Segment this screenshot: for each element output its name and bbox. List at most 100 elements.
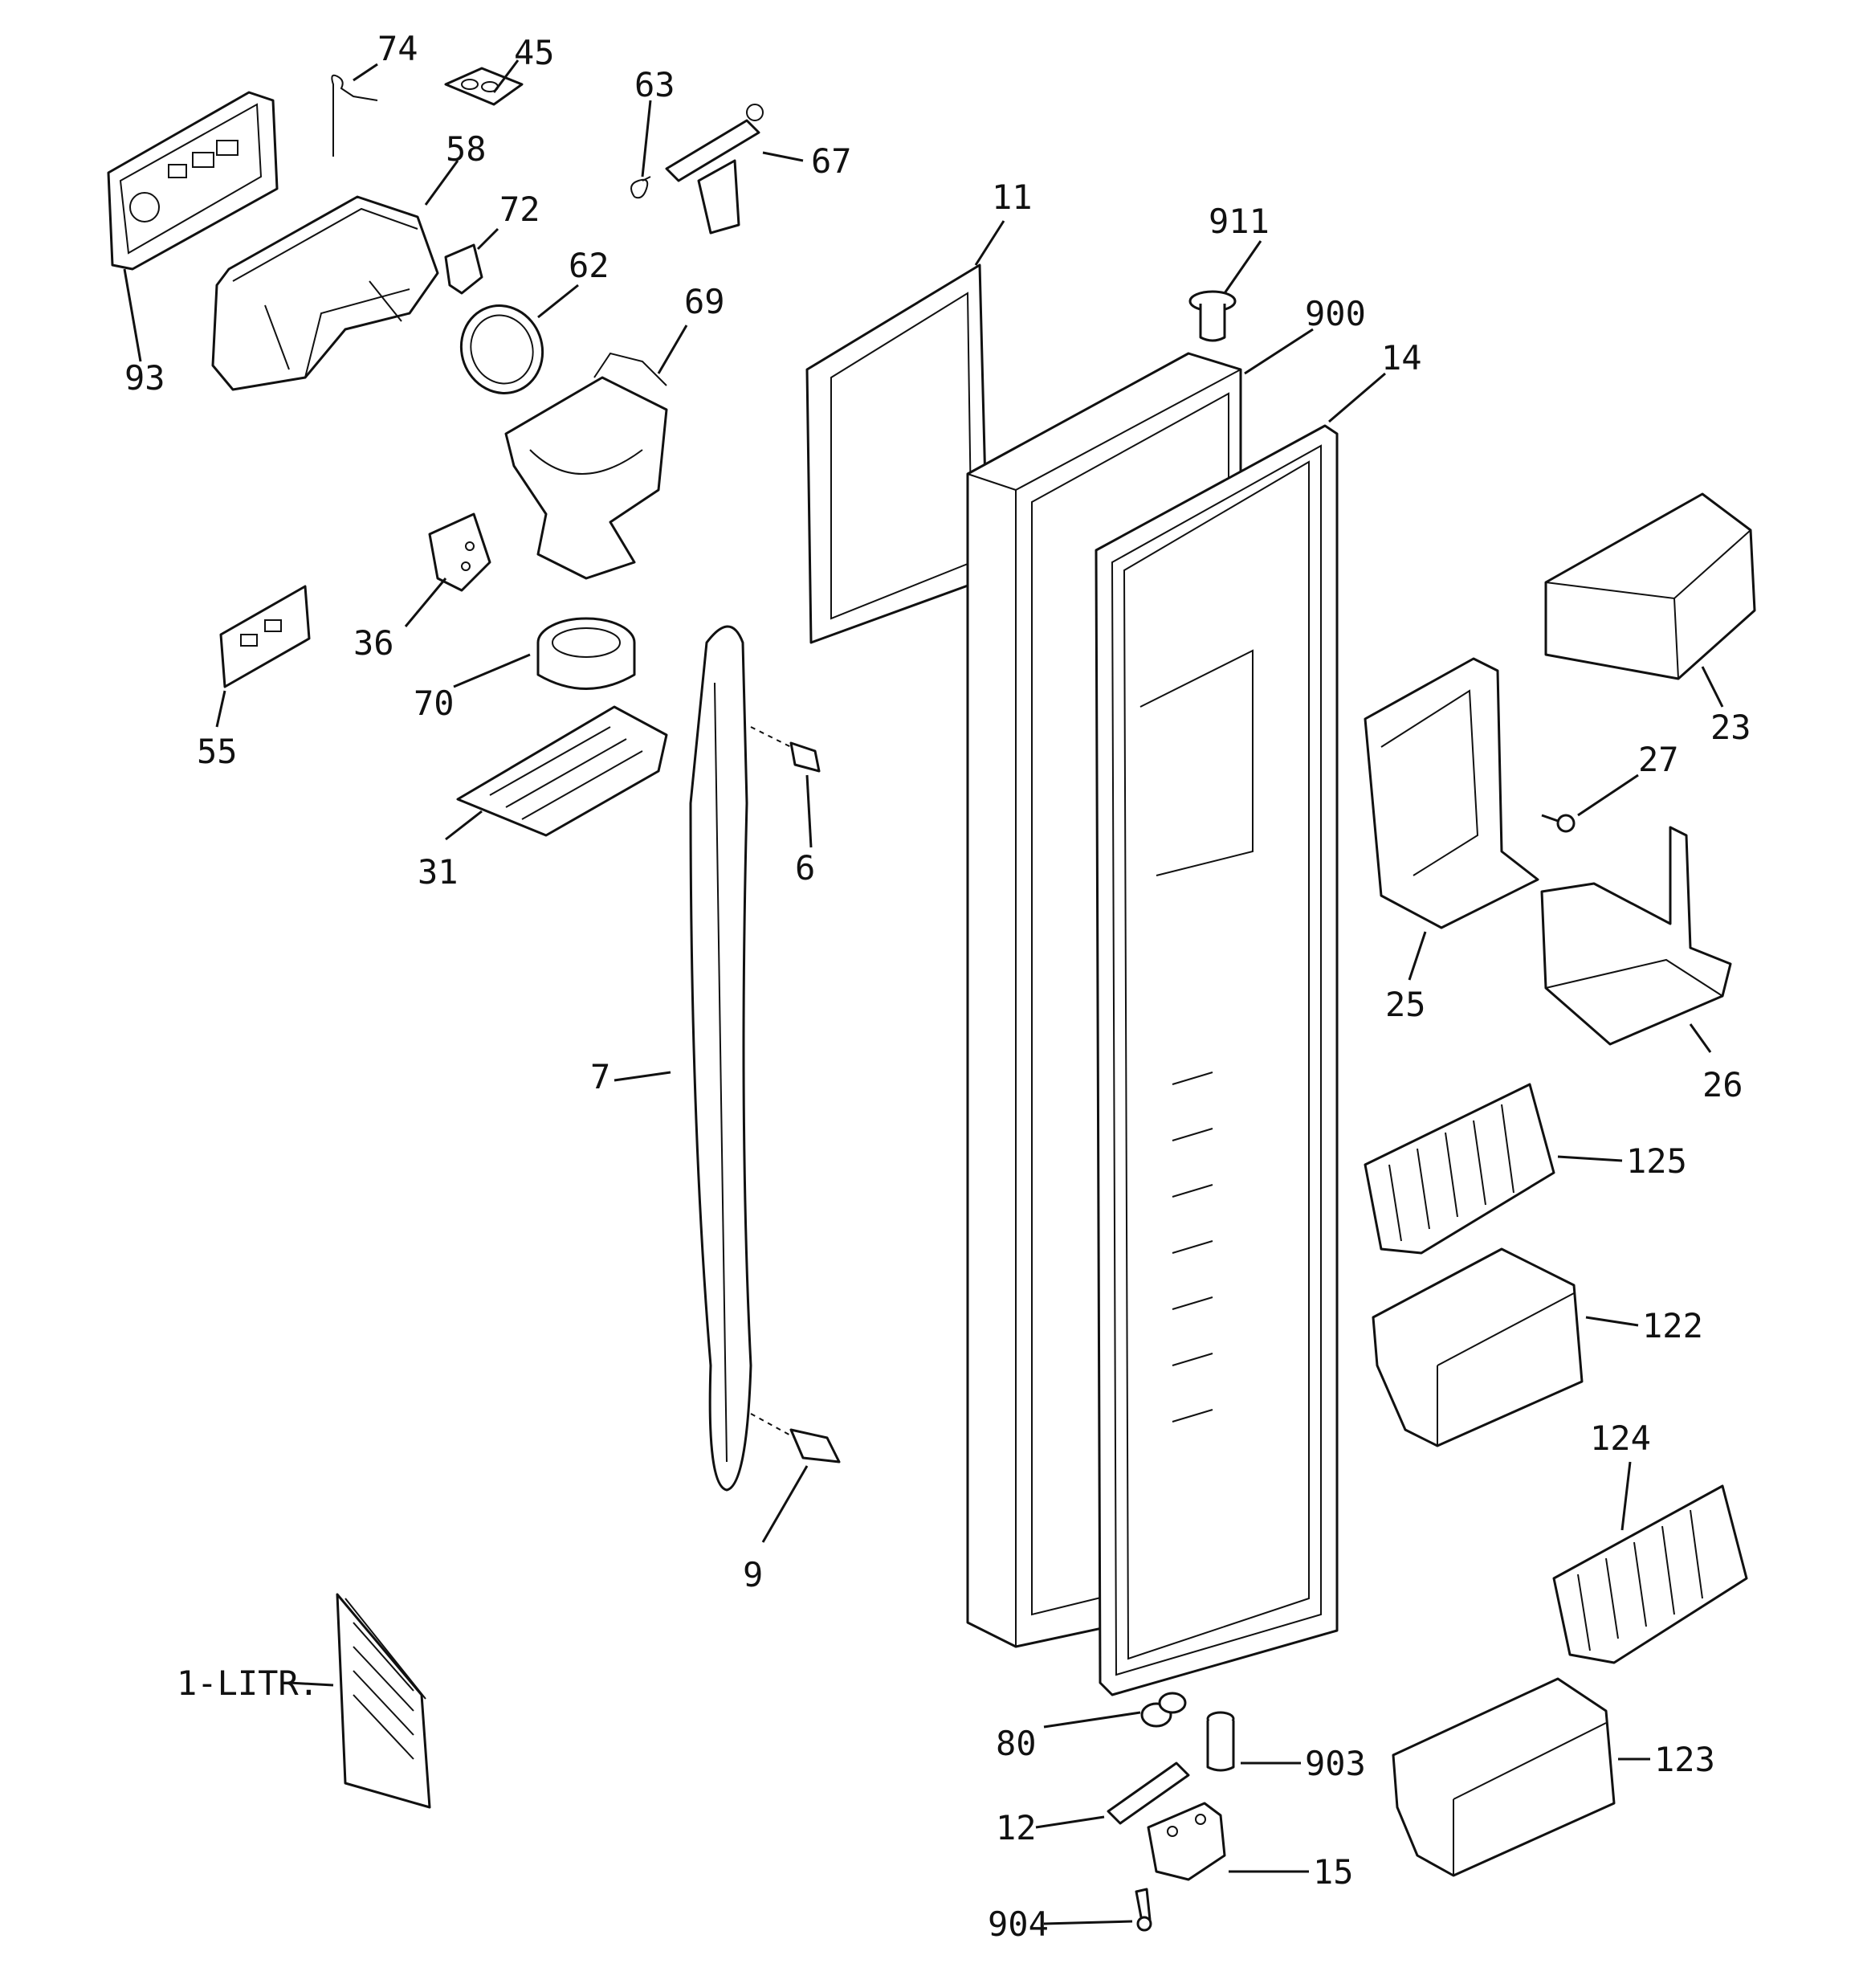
leader-25 — [1408, 931, 1427, 981]
label-26: 26 — [1702, 1065, 1743, 1104]
label-27: 27 — [1638, 740, 1679, 779]
leader-93 — [123, 268, 142, 362]
part-70-collar — [536, 617, 636, 690]
label-1-litr: 1-LITR. — [177, 1663, 319, 1703]
label-9: 9 — [743, 1555, 763, 1594]
leader-911 — [1223, 240, 1262, 294]
leader-9 — [761, 1465, 809, 1543]
label-70: 70 — [414, 684, 455, 723]
label-74: 74 — [377, 29, 418, 68]
label-25: 25 — [1385, 985, 1426, 1024]
part-26-tray — [1540, 826, 1732, 1046]
part-36-bracket — [428, 512, 491, 592]
label-80: 80 — [996, 1724, 1037, 1763]
label-69: 69 — [684, 282, 725, 321]
leader-7 — [614, 1071, 671, 1082]
label-72: 72 — [499, 190, 540, 229]
part-123-door-bin — [1392, 1677, 1616, 1877]
label-67: 67 — [811, 141, 852, 181]
leader-27 — [1577, 774, 1639, 817]
leader-69 — [657, 325, 688, 374]
leader-58 — [424, 160, 459, 206]
label-123: 123 — [1654, 1740, 1715, 1779]
part-31-grille — [456, 705, 668, 837]
part-14-gasket — [1095, 424, 1339, 1696]
label-14: 14 — [1381, 338, 1422, 378]
leader-904 — [1043, 1920, 1133, 1925]
part-15-hinge — [1147, 1802, 1226, 1881]
part-122-door-bin — [1372, 1247, 1584, 1447]
label-36: 36 — [353, 623, 394, 663]
leader-lines — [123, 59, 1724, 1925]
label-11: 11 — [992, 178, 1033, 217]
part-1-litr-booklet — [336, 1593, 431, 1809]
leader-62 — [537, 284, 579, 319]
label-62: 62 — [569, 246, 609, 285]
part-72-switch — [444, 243, 483, 295]
part-80-bushing — [1140, 1692, 1187, 1728]
label-7: 7 — [590, 1057, 610, 1096]
label-903: 903 — [1305, 1744, 1366, 1783]
part-23-bin-cover — [1544, 492, 1756, 680]
part-9-fastener — [750, 1413, 841, 1463]
part-124-wire-basket — [1552, 1484, 1748, 1664]
label-911: 911 — [1209, 202, 1270, 241]
part-62-ring — [459, 304, 544, 394]
label-58: 58 — [446, 129, 487, 169]
part-25-dispenser-bracket — [1364, 657, 1539, 929]
label-904: 904 — [988, 1904, 1049, 1944]
leader-80 — [1043, 1711, 1141, 1729]
leader-23 — [1701, 666, 1724, 708]
label-900: 900 — [1305, 294, 1366, 333]
leader-14 — [1328, 372, 1386, 423]
part-12-plate — [1107, 1761, 1190, 1825]
leader-36 — [404, 578, 447, 627]
label-63: 63 — [634, 65, 675, 104]
leader-31 — [445, 810, 483, 841]
part-63-spring — [630, 176, 651, 199]
label-23: 23 — [1710, 708, 1751, 747]
leader-6 — [805, 774, 813, 848]
leader-45 — [492, 59, 520, 93]
part-45-plate — [444, 67, 524, 106]
part-labels: 74 45 63 67 58 72 62 69 93 11 911 900 14… — [124, 29, 1751, 1944]
part-67-shaft — [665, 104, 764, 235]
label-122: 122 — [1642, 1306, 1703, 1345]
part-911-cap — [1188, 290, 1237, 342]
leader-74 — [353, 63, 378, 82]
leader-1-litr — [288, 1681, 334, 1687]
leader-11 — [974, 220, 1005, 266]
part-125-wire-basket — [1364, 1083, 1555, 1255]
label-31: 31 — [418, 852, 459, 892]
part-58-dispenser-housing — [211, 195, 439, 391]
leader-55 — [215, 690, 226, 728]
leader-125 — [1557, 1155, 1623, 1162]
label-6: 6 — [795, 848, 815, 888]
leader-72 — [476, 227, 499, 251]
label-125: 125 — [1626, 1141, 1687, 1181]
part-55-board — [219, 585, 311, 688]
leader-63 — [641, 100, 652, 178]
leader-12 — [1035, 1815, 1105, 1829]
part-903-pin — [1206, 1711, 1235, 1772]
label-55: 55 — [197, 732, 238, 771]
leader-900 — [1244, 328, 1314, 375]
part-69-chute — [504, 352, 668, 580]
part-11-frame — [805, 263, 989, 644]
part-27-screw — [1541, 814, 1576, 833]
part-74-spring — [331, 74, 378, 157]
label-12: 12 — [996, 1808, 1037, 1847]
part-6-fastener — [750, 726, 821, 773]
label-15: 15 — [1313, 1852, 1354, 1892]
label-124: 124 — [1590, 1419, 1651, 1458]
label-93: 93 — [124, 358, 165, 398]
part-93-control-board — [107, 91, 279, 271]
leader-122 — [1585, 1316, 1639, 1327]
leader-67 — [762, 151, 804, 162]
part-904-screw — [1135, 1888, 1152, 1932]
leader-124 — [1620, 1461, 1632, 1531]
leader-26 — [1689, 1023, 1712, 1053]
label-45: 45 — [514, 33, 555, 72]
part-7-handle — [689, 625, 752, 1492]
